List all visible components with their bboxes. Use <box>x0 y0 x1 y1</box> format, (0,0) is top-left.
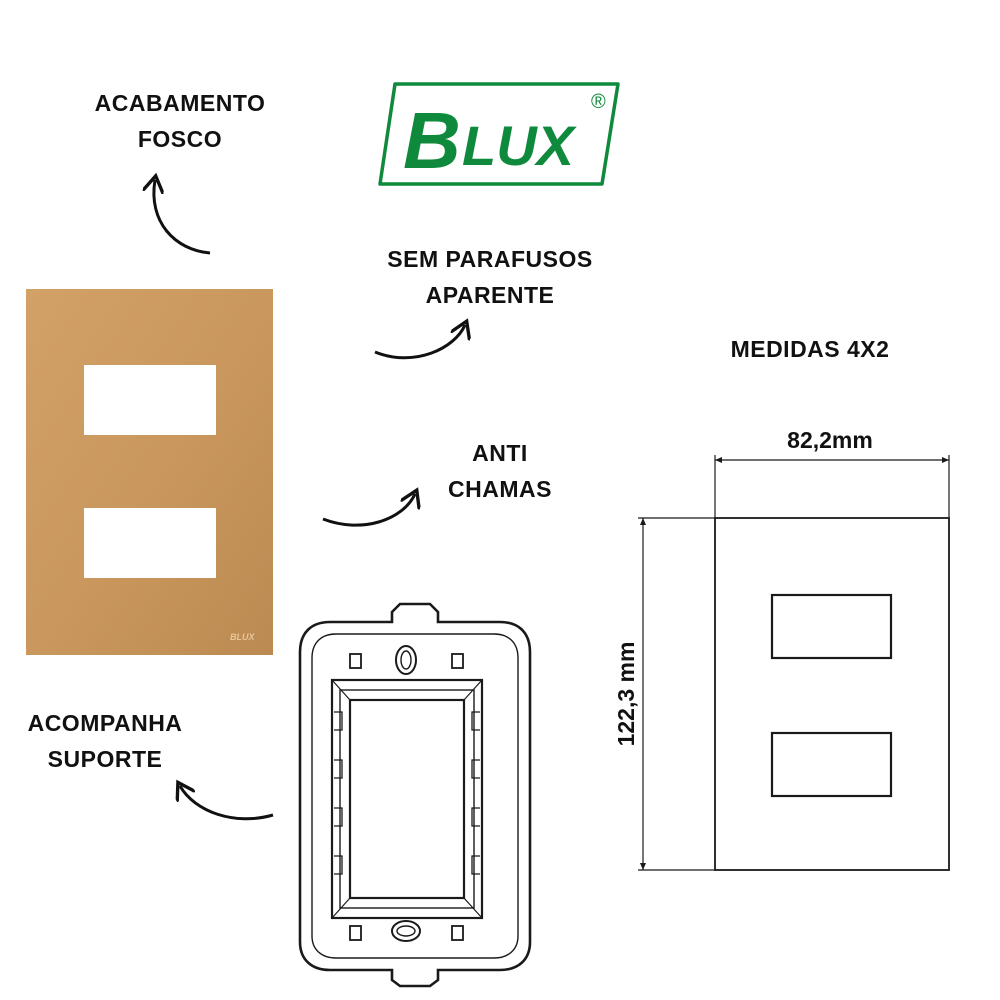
feature-flame-line1: ANTI <box>472 440 528 466</box>
plate-opening-bottom <box>84 508 216 578</box>
support-frame <box>298 602 532 988</box>
feature-screws-line1: SEM PARAFUSOS <box>387 246 593 272</box>
logo-initial-b: B <box>403 96 461 185</box>
plate-stamp: BLUX <box>230 632 255 642</box>
arrow-to-flame <box>322 494 415 527</box>
gold-plate: BLUX <box>26 289 273 655</box>
feature-flame-label: ANTI CHAMAS <box>420 435 580 507</box>
arrow-to-support <box>180 786 274 821</box>
feature-finish-label: ACABAMENTO FOSCO <box>70 85 290 157</box>
feature-support-label: ACOMPANHA SUPORTE <box>5 705 205 777</box>
dimensions-title: MEDIDAS 4X2 <box>730 336 890 362</box>
plate-opening-top <box>84 365 216 435</box>
feature-finish-line1: ACABAMENTO <box>94 90 266 116</box>
arrow-to-finish <box>154 180 211 255</box>
dimension-opening-top <box>770 593 893 660</box>
feature-support-line2: SUPORTE <box>47 746 163 772</box>
dimension-plate-outline <box>714 517 950 871</box>
brand-logo: B LUX ® <box>378 82 620 186</box>
dimension-opening-bottom <box>770 731 893 798</box>
logo-text-lux: LUX <box>462 114 578 177</box>
dimension-drawing <box>638 455 950 871</box>
registered-mark: ® <box>591 91 606 113</box>
arrow-to-screws <box>374 325 465 360</box>
feature-finish-line2: FOSCO <box>137 126 223 152</box>
dimension-height-label: 122,3 mm <box>613 642 639 747</box>
feature-screws-line2: APARENTE <box>425 282 555 308</box>
feature-flame-line2: CHAMAS <box>448 476 552 502</box>
feature-screws-label: SEM PARAFUSOS APARENTE <box>365 241 615 313</box>
feature-support-line1: ACOMPANHA <box>27 710 183 736</box>
dimension-width-label: 82,2mm <box>787 427 873 453</box>
